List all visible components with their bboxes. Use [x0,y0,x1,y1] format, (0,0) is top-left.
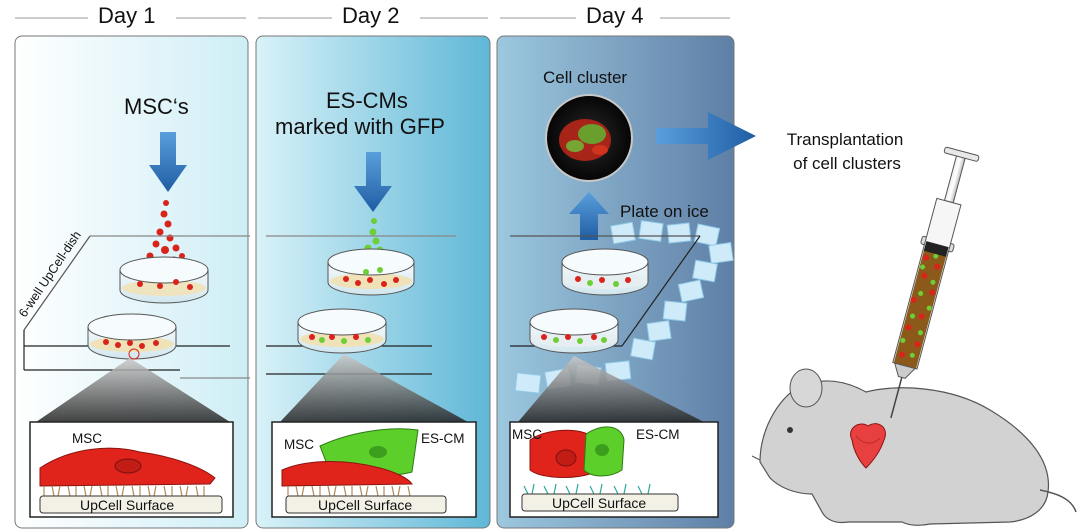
surface-bar [39,495,223,514]
panel1-cell-label: MSC [72,431,102,446]
zoom-cone [36,358,230,422]
header-day2: Day 2 [342,3,400,28]
heart-icon [850,423,886,469]
dish-upper [327,248,415,296]
mouse-illustration [751,368,1077,526]
panel2-cell1-label: MSC [284,437,314,452]
panel3-surface-label: UpCell Surface [552,495,647,511]
cell-cluster-image [545,94,633,182]
dish-upper [561,248,649,296]
transplant-line1: Transplantation [786,130,904,149]
header-day4: Day 4 [586,3,644,28]
zoom-cone [518,356,704,422]
surface-polymer [287,485,411,497]
down-arrow-icon [149,132,187,192]
surface-bar [521,493,679,512]
zoom-cone [280,354,468,422]
panel3-cell1-label: MSC [512,427,542,442]
dish-lower [87,313,177,360]
surface-polymer [43,485,205,497]
panel2-input-line1: ES-CMs [326,88,408,113]
panel2-surface-label: UpCell Surface [318,497,413,513]
plate-on-ice-label: Plate on ice [620,202,709,221]
syringe-icon [890,146,980,419]
cluster-label: Cell cluster [543,68,628,87]
panel2-cell2-label: ES-CM [421,431,465,446]
msc-cell-shape [281,461,413,487]
surface-polymer [523,483,651,495]
panel2-input-line2: marked with GFP [275,114,445,139]
dish-upper [119,256,209,304]
transplant-line2: of cell clusters [793,154,901,173]
dish-lower [297,308,387,354]
panel3-cell2-label: ES-CM [636,427,680,442]
header-day1: Day 1 [98,3,156,28]
surface-bar [285,495,447,514]
panel1-input-label: MSC‘s [124,94,189,119]
up-arrow-icon [569,192,609,240]
down-arrow-icon [354,152,392,212]
right-arrow-icon [656,112,756,160]
dish-lower [529,308,619,354]
panel1-surface-label: UpCell Surface [80,497,175,513]
